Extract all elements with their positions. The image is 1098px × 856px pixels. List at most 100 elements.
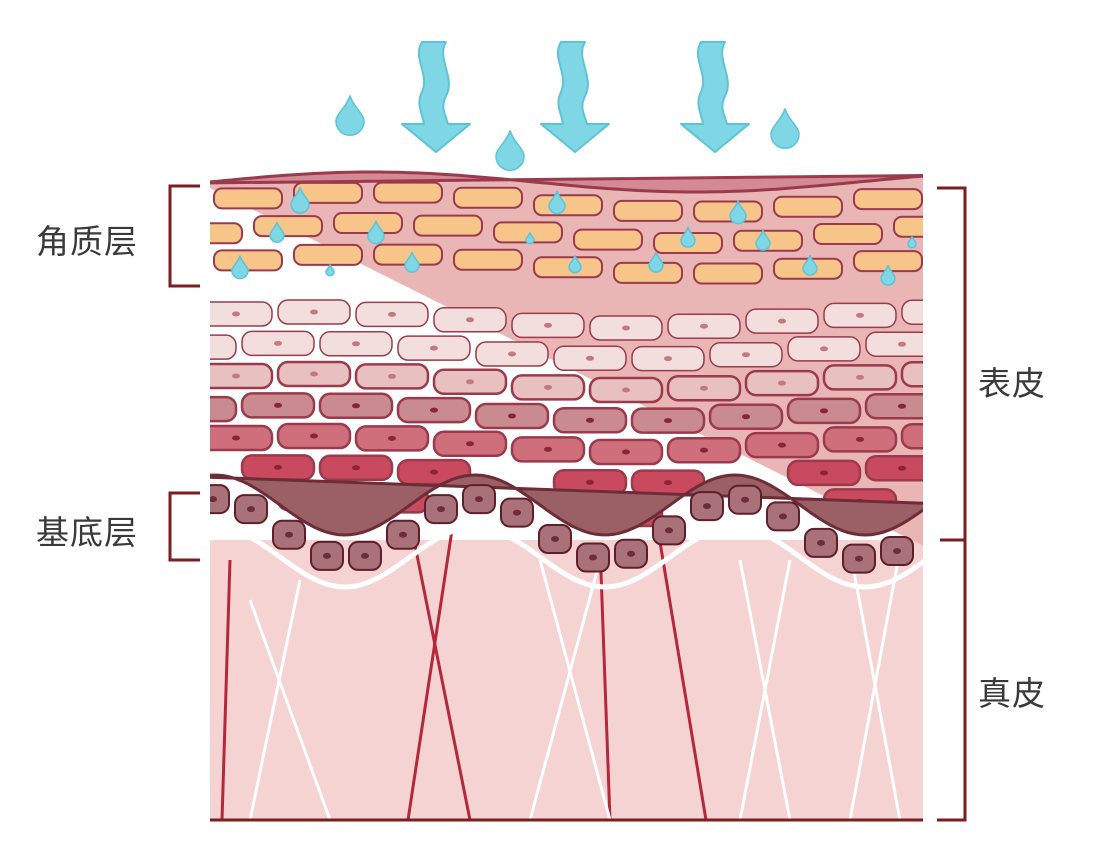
water-drop-icon <box>680 226 696 248</box>
corneocyte <box>613 261 683 284</box>
corneocyte <box>893 215 923 238</box>
cell-nucleus <box>196 407 204 412</box>
basal-cell <box>210 484 230 515</box>
cell-nucleus <box>232 311 240 317</box>
down-arrow-icon <box>540 41 610 153</box>
cell-nucleus <box>586 479 594 485</box>
cell-nucleus <box>475 496 483 503</box>
corneocyte <box>453 186 523 209</box>
dermis-fibers <box>220 529 902 820</box>
cell-nucleus <box>508 413 516 419</box>
corneocyte <box>253 215 323 238</box>
corneocyte <box>613 199 683 222</box>
water-drop-icon <box>290 187 310 214</box>
cell-nucleus <box>508 351 516 357</box>
water-drop-icon <box>335 95 365 136</box>
epidermal-cell <box>210 334 237 360</box>
epidermal-cell <box>900 422 923 450</box>
cell-nucleus <box>466 379 474 385</box>
water-drop-icon <box>325 264 335 277</box>
cell-nucleus <box>898 465 906 471</box>
bracket-stratum-corneum <box>168 184 200 288</box>
cell-nucleus <box>622 449 630 455</box>
cell-nucleus <box>820 346 828 352</box>
cell-nucleus <box>820 470 828 476</box>
corneocyte <box>210 222 243 245</box>
corneocyte <box>213 249 283 272</box>
cell-nucleus <box>665 527 673 534</box>
cell-nucleus <box>232 373 240 379</box>
water-drop-icon <box>802 254 818 276</box>
water-drop-icon <box>495 130 525 171</box>
basal-cells <box>210 484 914 574</box>
bracket-epidermis <box>937 186 967 542</box>
water-drop-icon <box>568 255 582 274</box>
cell-nucleus <box>700 385 708 391</box>
cell-nucleus <box>898 341 906 347</box>
corneocyte <box>333 212 403 234</box>
cell-nucleus <box>664 480 672 486</box>
cell-nucleus <box>820 408 828 414</box>
cell-nucleus <box>232 435 240 441</box>
cell-nucleus <box>247 506 255 513</box>
corneocyte <box>533 194 603 217</box>
corneocyte <box>934 245 1002 265</box>
cell-nucleus <box>898 403 906 409</box>
corneocyte <box>453 248 523 271</box>
cell-nucleus <box>779 513 787 520</box>
down-arrow-icon <box>401 41 471 153</box>
cell-nucleus <box>285 531 293 538</box>
cell-nucleus <box>274 340 282 346</box>
cell-nucleus <box>700 447 708 453</box>
cell-nucleus <box>430 407 438 413</box>
epidermal-cell <box>210 424 274 452</box>
cell-nucleus <box>310 309 318 315</box>
cell-nucleus <box>778 380 786 386</box>
elastic-fiber <box>248 599 332 820</box>
cell-nucleus <box>544 322 552 328</box>
water-drop-icon <box>231 255 249 280</box>
cell-nucleus <box>622 325 630 331</box>
cell-nucleus <box>513 509 521 516</box>
cell-nucleus <box>466 317 474 323</box>
epidermal-cell <box>210 395 238 423</box>
cell-nucleus <box>388 435 396 441</box>
cell-nucleus <box>551 536 559 542</box>
corneocyte <box>773 195 843 218</box>
cell-nucleus <box>586 355 594 361</box>
cell-nucleus <box>778 442 786 448</box>
cell-nucleus <box>210 496 217 503</box>
cell-nucleus <box>430 345 438 351</box>
cell-nucleus <box>361 552 369 559</box>
corneocyte <box>213 187 283 210</box>
corneocyte <box>934 183 1002 203</box>
label-basal-layer: 基底层 <box>36 513 138 552</box>
corneocyte <box>853 188 923 211</box>
cell-nucleus <box>352 341 360 347</box>
label-epidermis: 表皮 <box>978 364 1046 403</box>
cell-nucleus <box>323 552 331 559</box>
cell-nucleus <box>544 384 552 390</box>
corneocyte <box>373 181 443 204</box>
cell-nucleus <box>589 554 597 561</box>
corneocyte <box>533 256 603 279</box>
cell-nucleus <box>196 345 204 350</box>
cell-nucleus <box>310 433 318 439</box>
cell-nucleus <box>856 312 864 318</box>
cell-nucleus <box>703 503 711 510</box>
corneocyte <box>293 243 363 266</box>
water-drop-icon <box>648 251 664 273</box>
stratum-corneum-region <box>210 170 923 194</box>
cell-nucleus <box>274 464 282 470</box>
label-dermis: 真皮 <box>978 674 1046 713</box>
collagen-fiber <box>410 529 472 820</box>
cell-nucleus <box>352 465 360 471</box>
bracket-dermis <box>937 540 967 822</box>
cell-nucleus <box>310 371 318 377</box>
water-drop-icon <box>548 190 566 215</box>
water-drop-icon <box>729 200 747 225</box>
elastic-fiber <box>538 559 612 820</box>
cell-nucleus <box>817 539 825 546</box>
moisture-drops <box>231 187 917 286</box>
bracket-basal-layer <box>168 491 200 562</box>
